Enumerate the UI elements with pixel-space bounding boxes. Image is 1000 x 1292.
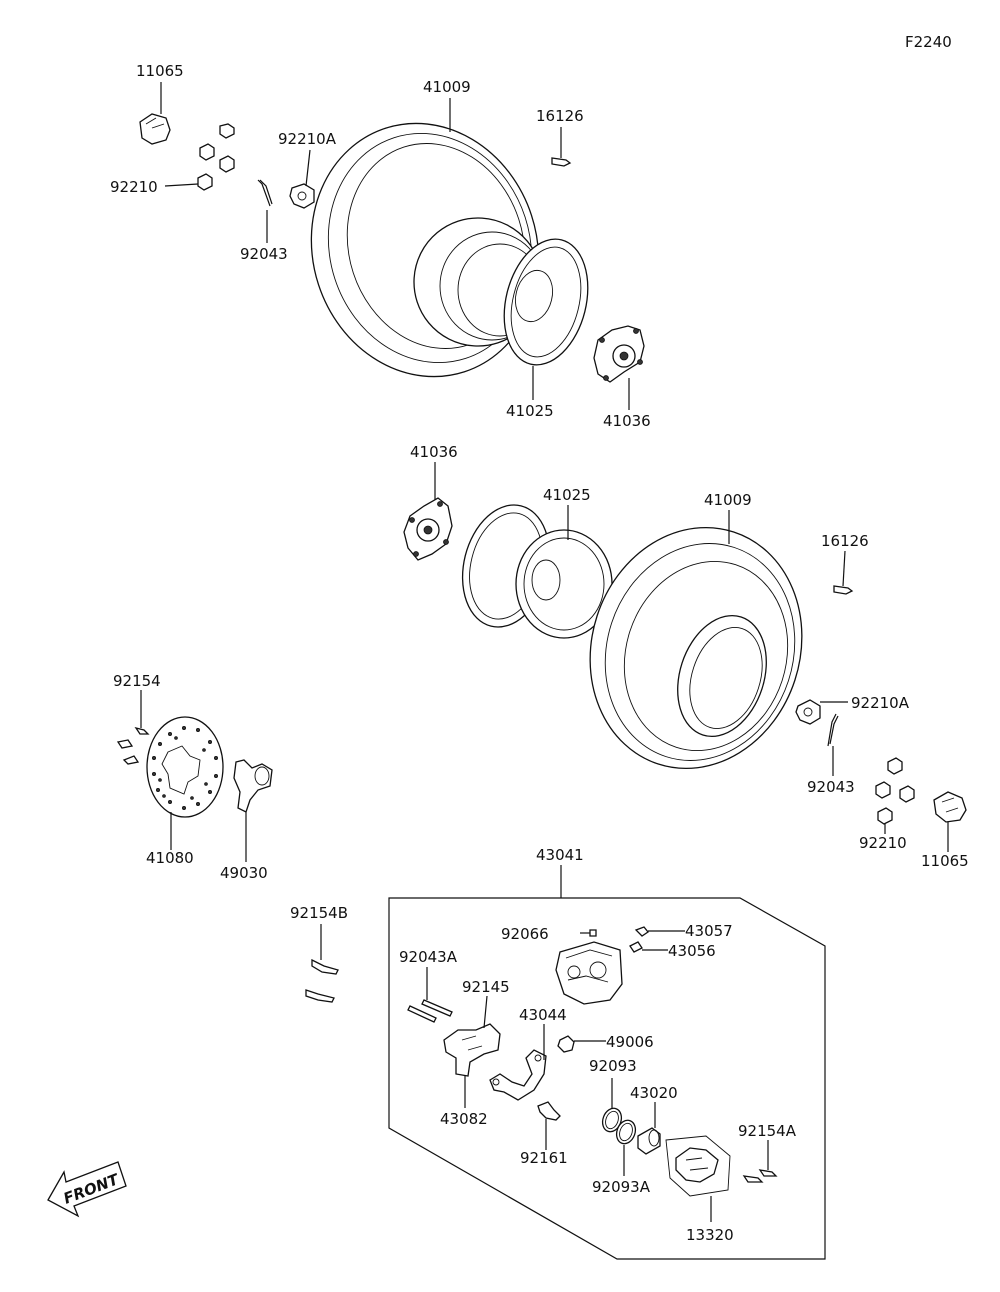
brake-disc-bolts[interactable]	[116, 726, 150, 765]
label-caliper-pad-spring: 43082	[440, 1110, 488, 1128]
label-rear-wheel-nut: 92210	[110, 178, 158, 196]
label-caliper-bleeder-cap: 92066	[501, 925, 549, 943]
rear-cotter-pin[interactable]	[257, 179, 273, 207]
brake-disc[interactable]	[146, 716, 224, 818]
label-caliper-spring: 92145	[462, 978, 510, 996]
label-caliper-seal: 92093	[589, 1057, 637, 1075]
label-front-hub: 41036	[410, 443, 458, 461]
brake-disc-group: 92154 41080 49030	[113, 672, 273, 882]
caliper-bleeder-cap[interactable]	[589, 929, 597, 937]
label-caliper-piston: 43020	[630, 1084, 678, 1102]
caliper-pins[interactable]	[407, 999, 453, 1023]
label-front-rim: 41025	[543, 486, 591, 504]
brake-hub-part[interactable]	[233, 759, 273, 813]
rear-hub[interactable]	[593, 325, 645, 383]
label-rear-lug-cap: 11065	[136, 62, 184, 80]
rear-lug-cap[interactable]	[139, 113, 171, 145]
label-front-lug-cap: 11065	[921, 852, 969, 870]
caliper-piston[interactable]	[637, 1127, 661, 1155]
caliper-assembly-outline	[388, 897, 826, 1260]
label-rear-valve: 16126	[536, 107, 584, 125]
caliper-boot[interactable]	[557, 1035, 575, 1053]
label-brake-disc: 41080	[146, 849, 194, 867]
label-rear-hub-nut: 92210A	[278, 130, 337, 148]
rear-rim[interactable]	[439, 230, 600, 374]
caliper-pad-spring[interactable]	[443, 1023, 501, 1077]
rear-tire[interactable]	[279, 94, 571, 407]
label-front-tire: 41009	[704, 491, 752, 509]
caliper-bushing[interactable]	[537, 1101, 561, 1121]
label-rear-cotter-pin: 92043	[240, 245, 288, 263]
label-front-cotter-pin: 92043	[807, 778, 855, 796]
caliper-body[interactable]	[555, 941, 623, 1005]
label-caliper-pad: 13320	[686, 1226, 734, 1244]
caliper-bolts-a[interactable]	[742, 1169, 778, 1183]
label-caliper-boot: 49006	[606, 1033, 654, 1051]
rear-wheel-nuts[interactable]	[197, 123, 235, 191]
label-caliper-bushing: 92161	[520, 1149, 568, 1167]
rear-valve[interactable]	[551, 157, 572, 167]
front-valve[interactable]	[833, 585, 854, 595]
rear-wheel-group: 11065 41009 16126 92210A 92210 92043 410…	[110, 62, 651, 430]
label-caliper-seal-a: 92093A	[592, 1178, 651, 1196]
label-caliper-assembly: 43041	[536, 846, 584, 864]
label-front-wheel-nut: 92210	[859, 834, 907, 852]
front-rim[interactable]	[450, 496, 613, 639]
front-tire[interactable]	[559, 500, 832, 796]
front-arrow-icon: FRONT	[47, 1161, 127, 1218]
front-hub-nut[interactable]	[795, 699, 821, 725]
caliper-pad[interactable]	[665, 1135, 731, 1197]
label-front-hub-nut: 92210A	[851, 694, 910, 712]
label-caliper-bleeder-valve: 43056	[668, 942, 716, 960]
label-brake-hub-part: 49030	[220, 864, 268, 882]
figure-code: F2240	[905, 33, 952, 51]
front-wheel-group: 41036 41025 41009 16126 92210A 92043 922…	[403, 443, 969, 870]
label-caliper-bracket: 43044	[519, 1006, 567, 1024]
label-rear-rim: 41025	[506, 402, 554, 420]
front-lug-cap[interactable]	[933, 791, 967, 823]
caliper-bracket[interactable]	[489, 1049, 547, 1101]
caliper-assembly-group: 43041 92154B 92066 43057 43056	[290, 846, 826, 1260]
caliper-bolts-b[interactable]	[305, 958, 339, 1003]
label-brake-disc-bolt: 92154	[113, 672, 161, 690]
label-front-valve: 16126	[821, 532, 869, 550]
label-rear-tire: 41009	[423, 78, 471, 96]
caliper-cap[interactable]	[634, 926, 649, 937]
front-cotter-pin[interactable]	[827, 713, 839, 747]
label-rear-hub: 41036	[603, 412, 651, 430]
label-caliper-bolt-b: 92154B	[290, 904, 348, 922]
label-caliper-bolt-a: 92154A	[738, 1122, 797, 1140]
label-caliper-pin: 92043A	[399, 948, 458, 966]
rear-hub-nut[interactable]	[289, 183, 315, 209]
caliper-seal-a[interactable]	[613, 1118, 638, 1147]
front-wheel-nuts[interactable]	[875, 757, 915, 825]
front-hub[interactable]	[403, 497, 453, 561]
caliper-bleeder-valve[interactable]	[629, 941, 643, 953]
label-caliper-cap: 43057	[685, 922, 733, 940]
